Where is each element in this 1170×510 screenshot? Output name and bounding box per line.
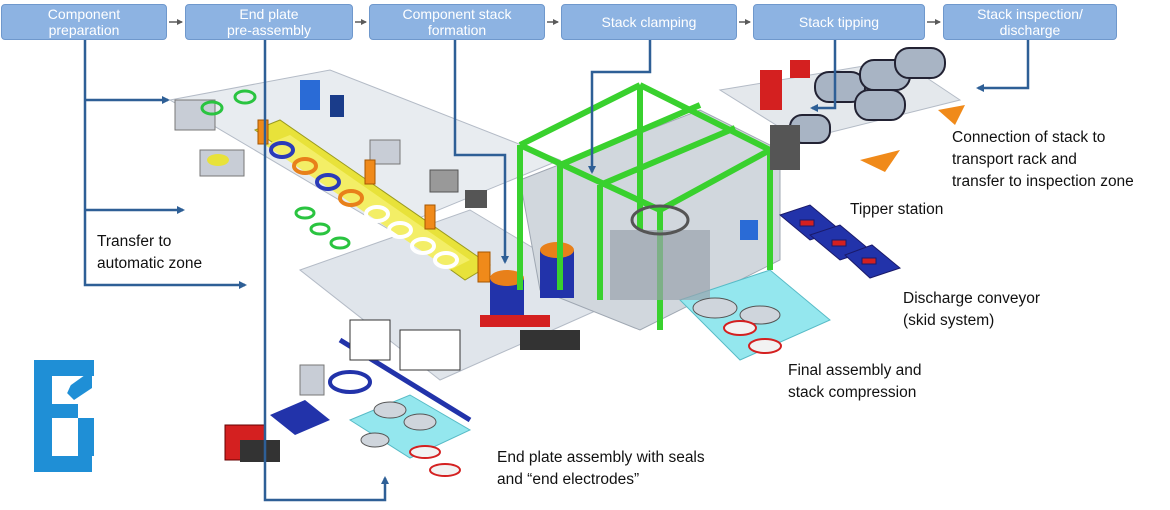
label-connection-of-stack: Connection of stack to transport rack an… (952, 129, 1134, 190)
step-stack-clamping: Stack clamping (561, 4, 737, 40)
label-tipper-station: Tipper station (850, 201, 944, 218)
inspection-cylinders (760, 47, 965, 172)
conveyor-rings (269, 141, 459, 269)
label-end-plate-assembly: End plate assembly with seals and “end e… (497, 449, 705, 488)
component-prep-stations (174, 80, 487, 250)
flow-arrows (83, 40, 1030, 502)
step-end-plate-pre-assembly: End plate pre-assembly (185, 4, 353, 40)
step-stack-tipping: Stack tipping (753, 4, 925, 40)
label-final-assembly: Final assembly and stack compression (788, 362, 922, 401)
step-stack-inspection-discharge: Stack inspection/ discharge (943, 4, 1117, 40)
label-discharge-conveyor: Discharge conveyor (skid system) (903, 290, 1040, 329)
step-component-stack-formation: Component stack formation (369, 4, 545, 40)
orange-robots (257, 119, 491, 283)
clamping-interior (610, 204, 758, 300)
discharge-skids (778, 204, 902, 279)
fraunhofer-style-logo (34, 360, 94, 472)
label-transfer-automatic-zone: Transfer to automatic zone (97, 233, 203, 272)
step-component-preparation: Component preparation (1, 4, 167, 40)
final-assembly-plates (692, 297, 782, 354)
